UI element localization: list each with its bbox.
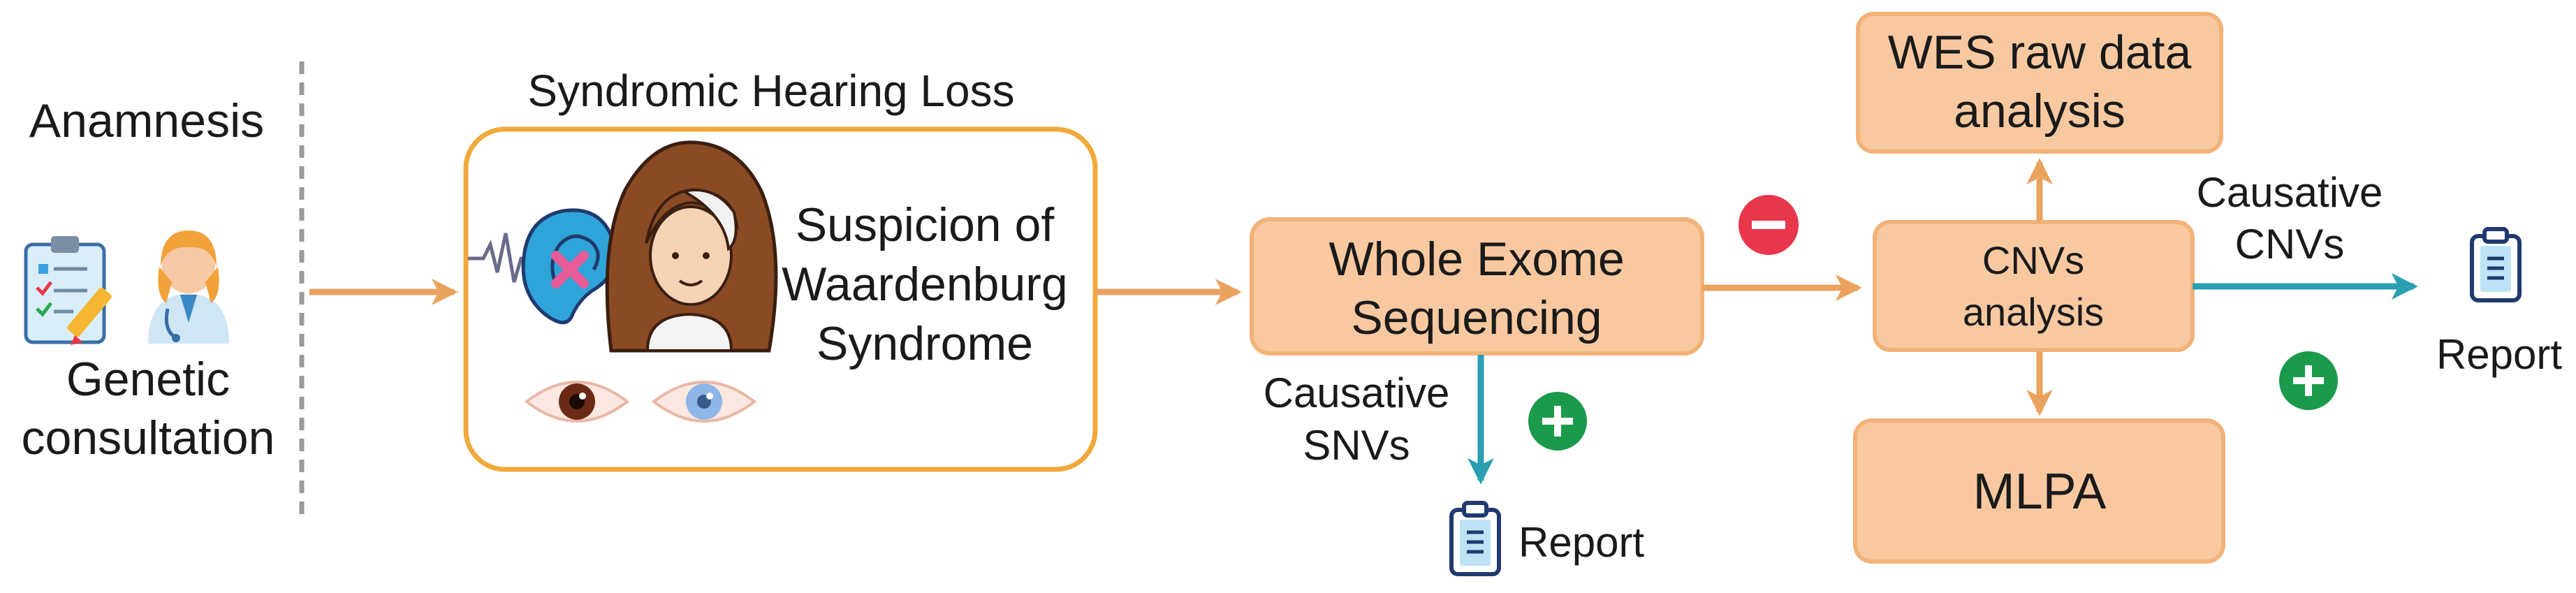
mlpa-box	[1853, 418, 2225, 564]
brown-eye-icon	[524, 381, 630, 423]
cnv-report-label: Report	[2436, 331, 2562, 378]
raw-analysis-box	[1856, 12, 2223, 154]
report-clipboard-icon	[1451, 503, 1499, 574]
suspicion-line3: Syndrome	[817, 317, 1033, 370]
plus-icon	[2279, 351, 2338, 410]
minus-icon	[1739, 195, 1799, 255]
wes-line2: Sequencing	[1351, 291, 1602, 344]
anamnesis-label: Anamnesis	[29, 94, 264, 147]
mlpa-label: MLPA	[1973, 464, 2107, 520]
blue-eye-icon	[651, 381, 757, 423]
syndromic-title: Syndromic Hearing Loss	[527, 66, 1014, 116]
suspicion-line2: Waardenburg	[782, 258, 1068, 311]
raw-line2: analysis	[1954, 85, 2125, 138]
girl-white-forelock-icon	[605, 140, 778, 353]
consultation-label: consultation	[22, 411, 275, 464]
doctor-icon	[148, 230, 229, 344]
cnv-result-line1: Causative	[2197, 169, 2383, 216]
report-clipboard-icon	[2472, 229, 2519, 300]
snv-report-label: Report	[1518, 519, 1644, 566]
ear-crossed-icon	[468, 208, 617, 325]
suspicion-line1: Suspicion of	[796, 198, 1055, 251]
snv-label-line1: Causative	[1264, 369, 1450, 416]
genetic-label: Genetic	[66, 353, 230, 406]
cnvs-line1: CNVs	[1982, 238, 2084, 282]
raw-line1: WES raw data	[1888, 26, 2192, 79]
wes-line1: Whole Exome	[1329, 233, 1624, 286]
snv-label-line2: SNVs	[1303, 422, 1410, 469]
plus-icon	[1528, 392, 1587, 451]
cnvs-line2: analysis	[1963, 290, 2104, 334]
clipboard-checklist-icon	[24, 236, 112, 345]
cnv-result-line2: CNVs	[2235, 221, 2345, 268]
